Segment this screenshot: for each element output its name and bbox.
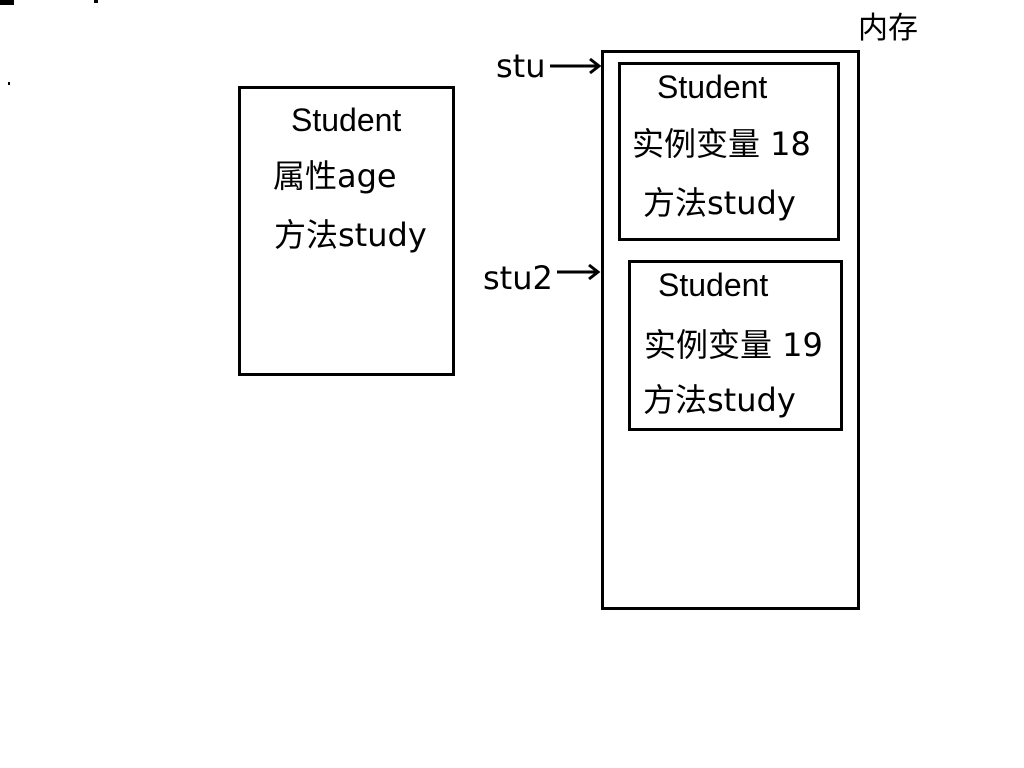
instance-method: 方法study [643, 381, 796, 419]
reference-stu2-label: stu2 [483, 259, 553, 297]
instance-method: 方法study [643, 184, 796, 222]
memory-region [601, 50, 860, 610]
instance-title: Student [658, 267, 769, 303]
class-title: Student [291, 102, 402, 138]
stray-mark [0, 0, 14, 5]
reference-stu-arrow [550, 57, 602, 75]
class-attribute: 属性age [273, 157, 397, 195]
class-method: 方法study [274, 216, 427, 254]
reference-stu-label: stu [496, 47, 546, 85]
class-box [238, 86, 455, 376]
instance-title: Student [657, 69, 768, 105]
stray-mark [94, 0, 98, 3]
reference-stu2-arrow [557, 263, 601, 281]
instance-variable: 实例变量 18 [632, 125, 811, 163]
instance-box [618, 62, 840, 241]
memory-label: 内存 [858, 11, 918, 46]
instance-variable: 实例变量 19 [644, 326, 823, 364]
instance-box [628, 260, 843, 431]
stray-mark [8, 82, 10, 85]
